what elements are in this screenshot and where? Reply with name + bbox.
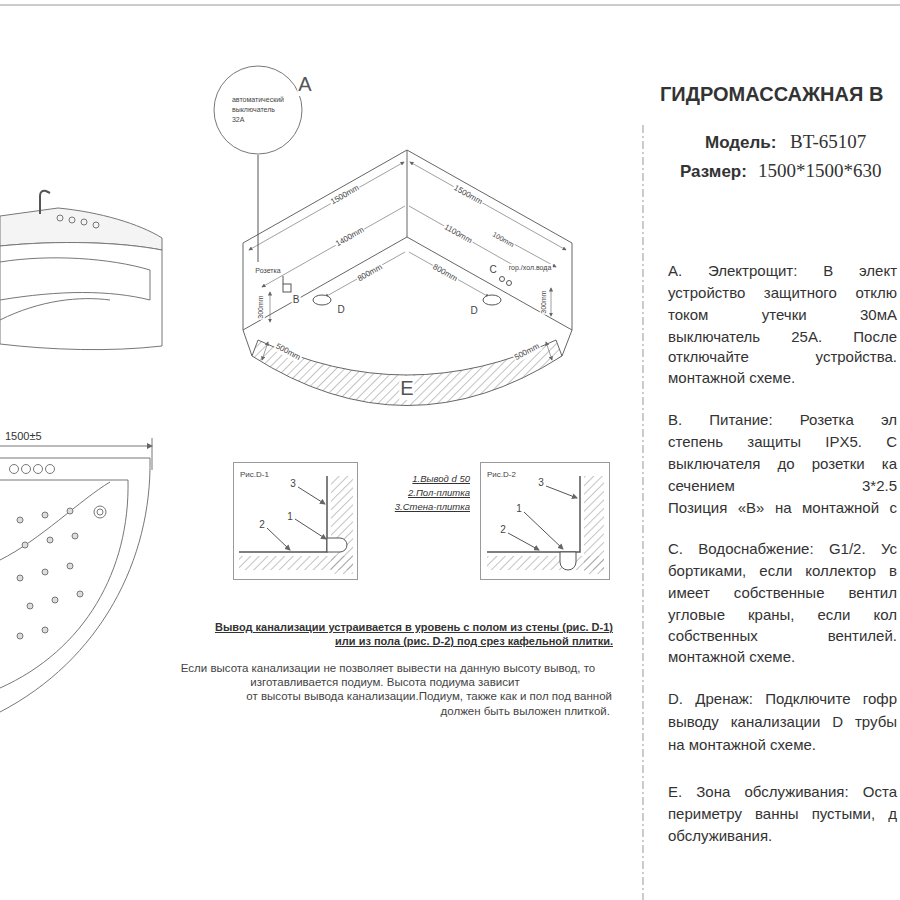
field-value: 1500*1500*630	[758, 160, 882, 183]
bathtub-side-view	[0, 191, 162, 350]
spec-text: выключателя до розетки ка	[668, 455, 897, 473]
dimension-text: 800mm	[355, 262, 385, 284]
field-value: BT-65107	[790, 131, 866, 154]
dimension-text: 300mm	[257, 294, 265, 319]
callout-number: 1	[287, 511, 293, 523]
figure-panel: Рис.D-2	[480, 462, 610, 580]
spec-text: выводу канализации D трубы	[668, 713, 897, 731]
callout-number: 1	[516, 503, 522, 515]
spec-text: собственных вентилей.	[668, 627, 897, 645]
page-title: ГИДРОМАССАЖНАЯ В	[660, 82, 883, 106]
note-text: должен быть выложен плиткой.	[441, 705, 610, 719]
spec-text: Позиция «В» на монтажной с	[668, 499, 897, 517]
callout-number: 3	[538, 477, 544, 489]
dimension-lines	[249, 162, 566, 360]
spec-text: Е. Зона обслуживания: Оста	[668, 783, 897, 801]
drain-detail-1	[239, 476, 353, 574]
spec-text: бортиками, если коллектор в	[668, 562, 897, 580]
spec-text: В. Питание: Розетка эл	[668, 411, 897, 429]
callout-letter: B	[292, 294, 301, 306]
note-text: изготавливается подиум. Высота подиума з…	[250, 676, 519, 690]
fixture-symbols	[258, 155, 512, 305]
field-name: Модель:	[705, 133, 776, 153]
spec-text: С. Водоснабжение: G1/2. Ус	[668, 540, 897, 558]
callout-outline	[214, 66, 302, 154]
node-text: автоматический выключатель 32А	[232, 95, 284, 125]
key-text: 2.Пол-плитка	[408, 487, 470, 498]
dimension-text: 300mm	[540, 289, 548, 314]
dimension-text: 500mm	[512, 341, 542, 363]
dimension-text: 1500mm	[451, 183, 485, 208]
dimension-text: 1500±5	[5, 430, 42, 443]
callout-letter: D	[336, 304, 345, 316]
dimension-text: 800mm	[430, 262, 460, 284]
spec-text: током утечки 30мА	[668, 306, 897, 324]
dimension-text: 500mm	[273, 341, 303, 363]
key-text: 1.Вывод d 50	[412, 473, 470, 484]
callout-letter: D	[469, 305, 478, 317]
callout-number: 2	[259, 519, 265, 531]
water-label: гор./хол.вода	[508, 264, 553, 272]
room-corner	[243, 150, 572, 406]
spec-text: выключатель 25А. После	[668, 328, 897, 346]
spec-text: устройство защитного отклю	[668, 284, 897, 302]
spec-text: отключайте устройства.	[668, 348, 897, 366]
dimension-text: 1400mm	[333, 225, 367, 250]
note-text: или из пола (рис. D-2) под срез кафельно…	[335, 635, 613, 648]
spec-text: имеет собственные вентил	[668, 584, 897, 602]
dimension-text: 1100mm	[441, 222, 474, 246]
key-text: 3.Стена-плитка	[395, 501, 470, 512]
node-text: Рис.D-1	[240, 470, 269, 480]
breaker-callout: автоматический выключатель 32А	[213, 65, 303, 155]
dimension-text: 1500mm	[328, 183, 362, 208]
spec-text: обслуживания.	[668, 827, 772, 845]
note-text: Вывод канализации устраивается в уровень…	[215, 621, 613, 634]
node-text: Рис.D-2	[487, 470, 516, 480]
spec-text: степень защиты IPX5. С	[668, 433, 897, 451]
callout-letter: A	[297, 72, 312, 96]
note-text: Если высота канализации не позволяет выв…	[181, 662, 595, 676]
drain-detail-2	[487, 476, 604, 574]
spec-text: периметру ванны пустыми, д	[668, 805, 897, 823]
spec-text: А. Электрощит: В элект	[668, 262, 897, 280]
spec-text: монтажной схеме.	[668, 369, 795, 387]
spec-text: D. Дренаж: Подключите гофр	[668, 690, 897, 708]
bathtub-plan-view	[0, 438, 152, 712]
note-text: от высоты вывода канализации.Подиум, так…	[246, 690, 612, 704]
field-name: Размер:	[680, 162, 747, 182]
spec-text: монтажной схеме.	[668, 648, 795, 666]
dimension-text: 100mm	[490, 230, 516, 250]
frame-lines	[0, 5, 900, 900]
spec-text: сечением 3*2.5	[668, 477, 897, 495]
zone-letter: E	[399, 376, 414, 400]
spec-text: на монтажной схеме.	[668, 736, 816, 754]
callout-number: 3	[290, 478, 296, 490]
socket-label: Розетка	[254, 267, 281, 275]
callout-letter: C	[488, 264, 497, 276]
spec-text: угловые краны, если кол	[668, 606, 897, 624]
callout-number: 2	[500, 524, 506, 536]
